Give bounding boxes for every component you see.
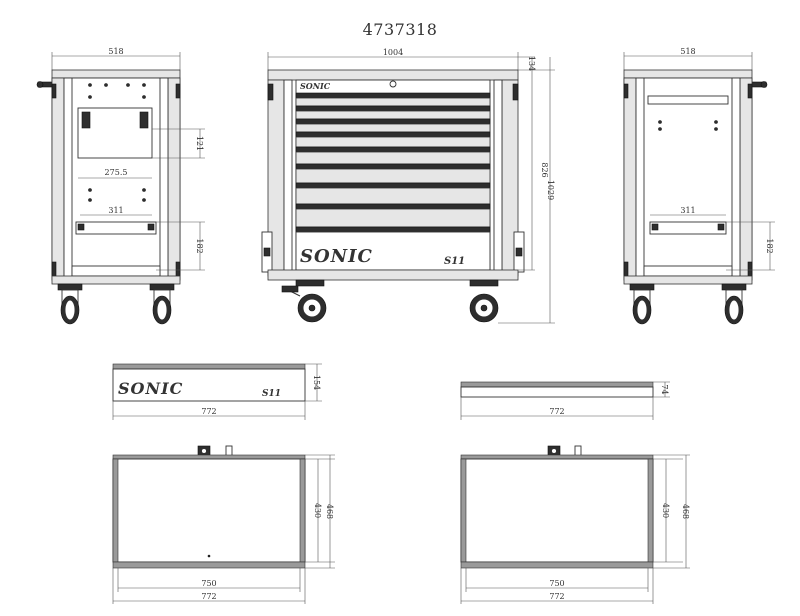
dim-plan-inner-depth-right: 430 — [661, 503, 670, 518]
dim-top-view-width-right: 772 — [549, 407, 564, 416]
plan-view-right: 430 468 750 772 — [460, 445, 690, 604]
dim-plan-outer-width-right: 772 — [549, 592, 564, 601]
front-logo: SONIC — [300, 246, 373, 267]
dim-top-view-height-left: 154 — [312, 375, 321, 390]
dim-plan-outer-width-left: 772 — [201, 592, 216, 601]
plan-view-left: 430 468 750 772 — [112, 445, 335, 604]
side-view-right: 518 — [623, 47, 775, 325]
dim-bracket-height: 121 — [195, 136, 204, 151]
dim-lower-span-right: 311 — [680, 206, 695, 215]
dim-plan-outer-depth-left: 468 — [325, 504, 334, 519]
dim-front-width: 1004 — [383, 48, 403, 57]
side-view-left: 518 — [36, 47, 205, 325]
dim-top-view-height-right: 74 — [660, 384, 669, 394]
dim-total-height: 1029 — [546, 180, 555, 200]
dim-drawer-height: 826 — [540, 162, 549, 177]
dim-top-view-width-left: 772 — [201, 407, 216, 416]
dim-plan-outer-depth-right: 468 — [681, 504, 690, 519]
front-view: 1004 SONIC — [261, 48, 555, 324]
top-view-right: 74 772 — [460, 381, 670, 420]
dim-plan-inner-width-right: 750 — [549, 579, 564, 588]
top-left-logo: SONIC — [118, 379, 183, 398]
front-top-logo: SONIC — [300, 81, 331, 91]
dim-plan-inner-width-left: 750 — [201, 579, 216, 588]
top-left-series-badge: S11 — [262, 389, 281, 399]
dim-side-right-width: 518 — [680, 47, 695, 56]
top-view-left: SONIC S11 154 772 — [112, 363, 322, 420]
dim-lower-height-right: 182 — [765, 238, 774, 253]
drawing-title: 4737318 — [362, 20, 438, 39]
dim-top-offset: 134 — [527, 56, 536, 71]
dim-lower-span-left: 311 — [108, 206, 123, 215]
lock-icon — [389, 80, 397, 88]
front-series-badge: S11 — [444, 256, 465, 267]
dim-plan-inner-depth-left: 430 — [313, 503, 322, 518]
dim-side-left-width: 518 — [108, 47, 123, 56]
dim-lower-height-left: 182 — [195, 238, 204, 253]
dim-bracket-span: 275.5 — [105, 168, 128, 177]
